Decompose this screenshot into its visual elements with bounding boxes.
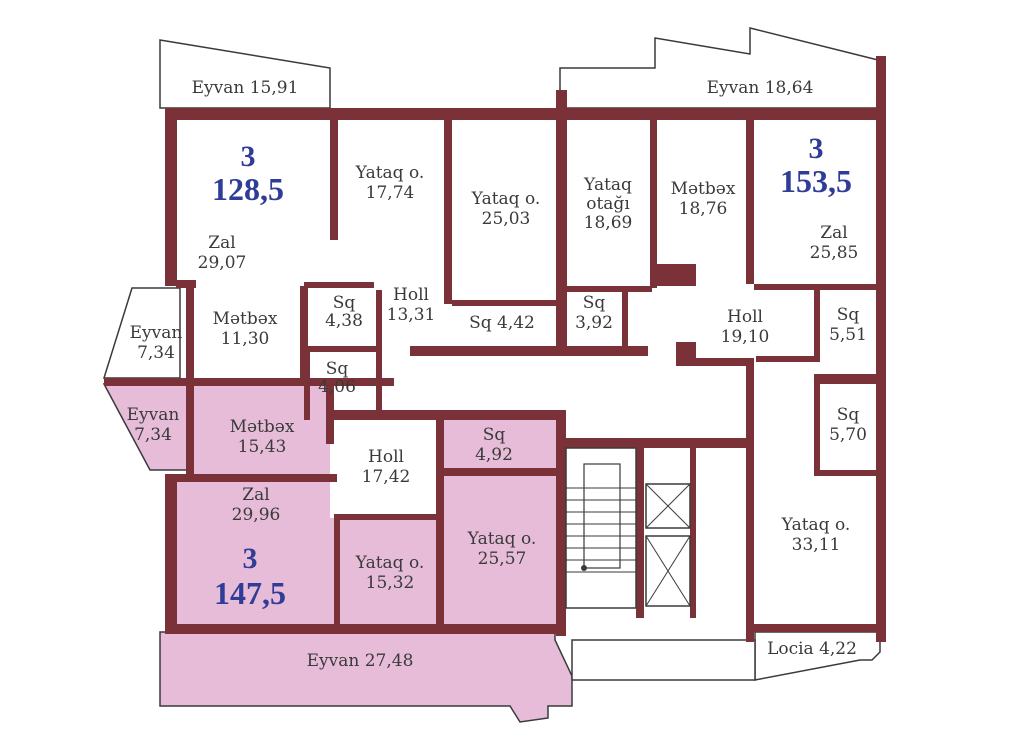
unit-labels: 3 128,5 3 153,5 3 147,5: [212, 132, 852, 611]
label-yataq-25-57: Yataq o.25,57: [467, 529, 537, 569]
elevator-shafts: [645, 483, 691, 607]
unit-tl-rooms: 3: [241, 140, 256, 173]
label-yataq-33-11: Yataq o.33,11: [781, 515, 851, 555]
label-yataq-15-32: Yataq o.15,32: [355, 553, 425, 593]
label-yataq-17-74: Yataq o.17,74: [355, 163, 425, 203]
label-eyvan-18-64: Eyvan 18,64: [707, 78, 814, 98]
stairwell: [565, 447, 637, 609]
unit-tl-area: 128,5: [212, 171, 284, 207]
highlighted-apartment[interactable]: [104, 384, 572, 722]
unit-bl-rooms: 3: [243, 542, 258, 575]
label-sq-4-42: Sq 4,42: [469, 313, 535, 333]
label-locia-4-22: Locia 4,22: [767, 639, 857, 659]
label-eyvan-15-91: Eyvan 15,91: [192, 78, 299, 98]
unit-tr-area: 153,5: [780, 163, 852, 199]
unit-bl-area: 147,5: [214, 575, 286, 611]
unit-tr-rooms: 3: [809, 132, 824, 165]
label-yataq-25-03: Yataq o.25,03: [471, 189, 541, 229]
label-eyvan-27-48: Eyvan 27,48: [307, 651, 414, 671]
walls: [104, 56, 886, 642]
